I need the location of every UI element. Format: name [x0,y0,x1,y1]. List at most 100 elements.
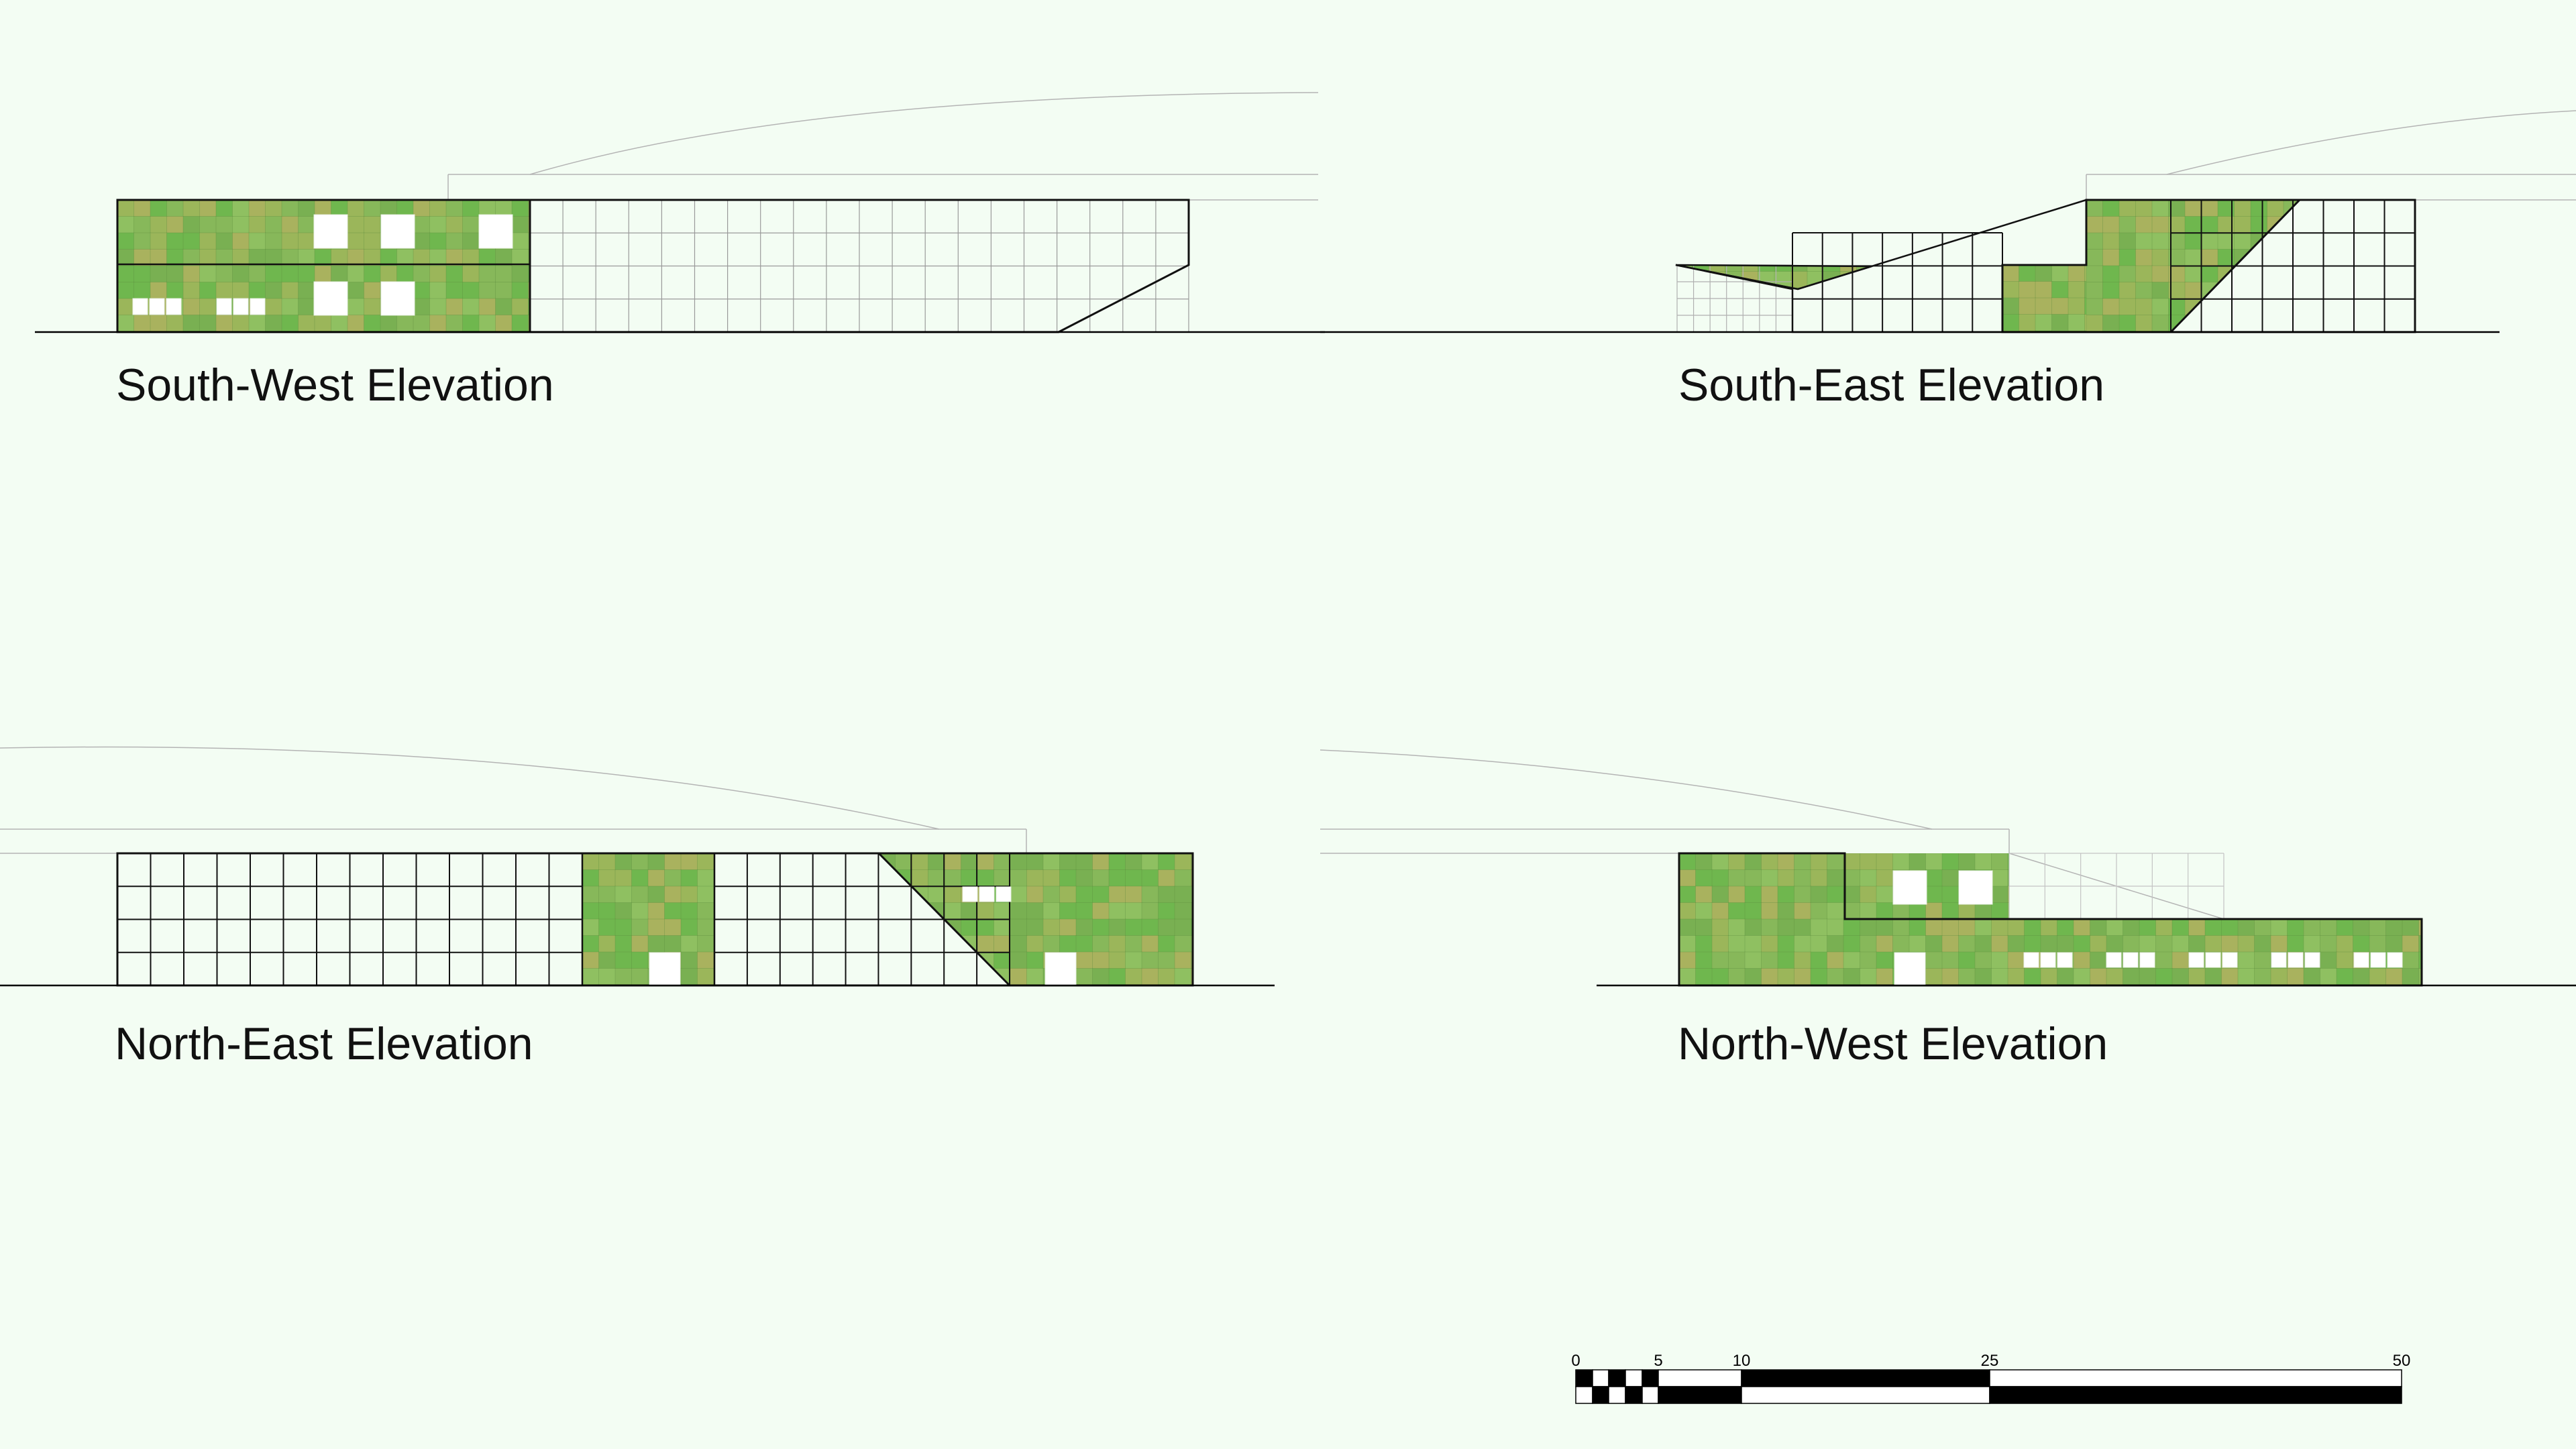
green-tile [298,249,315,266]
green-tile [1728,951,1746,969]
green-tile [2171,951,2190,969]
sw-window-3 [313,281,348,316]
green-tile [2118,232,2137,250]
green-tile [1892,853,1910,871]
green-tile [879,968,896,985]
scale-bar-blocks [1575,1369,2402,1404]
green-tile [2385,853,2403,871]
green-tile [2073,951,2091,969]
green-tile [215,232,233,250]
green-tile [647,869,665,887]
green-tile [511,282,529,299]
window-openings [132,214,2403,986]
green-tile [1191,984,1193,985]
green-tile [2139,853,2157,871]
green-tile [1810,935,1828,953]
green-tile [2007,902,2025,920]
green-tile [2287,885,2304,904]
green-tile [664,885,682,904]
green-tile [2019,265,2036,282]
green-tile [2320,902,2337,920]
green-tile [1728,885,1746,904]
green-tile [614,984,633,985]
green-tile [166,232,184,250]
nw-strip-window-1-1 [2123,952,2139,968]
green-tile [2300,250,2317,266]
green-tile [1026,902,1044,920]
green-tile [2221,918,2239,936]
green-tile [1158,968,1175,985]
ground-lines [0,331,2576,987]
green-tile [1876,869,1894,887]
green-tile [1125,902,1142,920]
green-tile [2201,331,2218,332]
green-tile [1728,918,1746,936]
green-tile [1108,951,1126,969]
green-tile [1991,968,2008,985]
green-tile [1711,885,1729,904]
green-tile [1774,265,1792,272]
green-tile [2073,869,2091,887]
green-tile [1843,951,1861,969]
green-tile [117,298,135,316]
green-tile [2402,902,2420,920]
green-tile [199,249,217,266]
green-tile [281,298,299,316]
green-tile [133,200,151,217]
green-tile [614,918,633,936]
green-tile [281,331,299,332]
green-tile [1141,902,1159,920]
green-tile [2287,853,2304,871]
scale-tick-25: 25 [1981,1352,1999,1370]
green-tile [413,282,431,299]
green-tile [1695,935,1713,953]
green-tile [1010,918,1028,936]
green-tile [631,885,649,904]
green-tile [281,282,299,299]
green-tile [1860,885,1877,904]
green-tile [462,265,480,283]
green-tile [1925,968,1943,985]
green-tile [895,951,912,969]
green-tile [1158,885,1175,904]
green-tile [314,315,332,332]
green-tile [2118,298,2137,316]
green-tile [895,968,912,985]
green-tile [429,331,447,332]
green-tile [265,298,282,316]
green-tile [2201,282,2218,299]
green-tile [2270,935,2288,953]
green-tile [2068,297,2086,315]
green-tile [1108,885,1126,904]
green-tile [232,282,250,299]
green-tile [2073,853,2091,871]
green-tile [2086,331,2104,332]
green-tile [977,853,995,871]
green-tile [495,249,513,266]
green-tile [697,968,714,985]
green-tile [2057,885,2074,904]
green-tile [1827,984,1844,985]
green-tile [680,968,698,985]
green-tile [232,331,250,332]
green-tile [1860,869,1877,887]
green-tile [713,935,714,953]
green-tile [1741,265,1759,272]
green-tile [680,984,698,985]
sw-window-0 [313,214,348,249]
green-tile [1158,853,1175,871]
green-tile [1790,287,1808,289]
green-tile [380,265,398,283]
green-tile [1708,287,1726,289]
green-tile [2204,902,2222,920]
green-tile [680,951,698,969]
sw-strip-window-0 [132,298,148,315]
green-tile [2139,869,2157,887]
green-tile [1695,885,1713,904]
nw-strip-window-2-0 [2188,952,2204,968]
green-tile [2320,918,2337,936]
green-tile [680,918,698,936]
green-tile [445,298,464,316]
green-tile [582,951,600,969]
green-tile [2283,331,2300,332]
